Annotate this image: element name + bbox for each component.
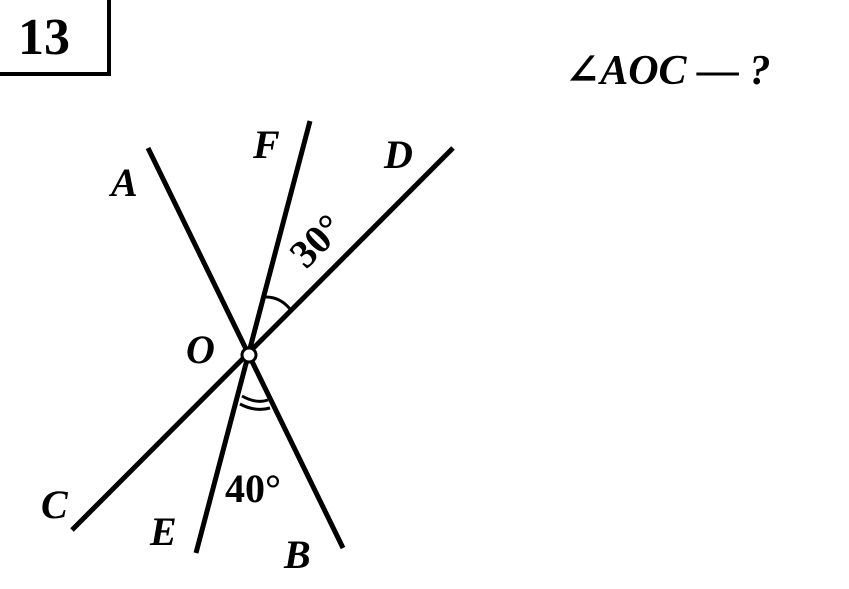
label-B: B (283, 532, 311, 577)
line-CD (70, 146, 455, 532)
angle-arc-DOF (265, 295, 292, 310)
label-D: D (383, 132, 413, 177)
label-A: A (108, 160, 138, 205)
label-E: E (149, 509, 177, 554)
angle-label-BOE: 40° (225, 466, 281, 511)
problem-number-box: 13 (0, 0, 111, 76)
problem-number: 13 (18, 9, 70, 66)
angle-arc-BOE-inner (241, 394, 269, 403)
line-EF (193, 120, 313, 554)
label-C: C (41, 482, 69, 527)
angle-label-DOF: 30° (281, 205, 352, 276)
label-O: O (186, 327, 215, 372)
angle-arc-BOE-outer (239, 402, 271, 411)
label-F: F (252, 122, 280, 167)
question-text: ∠AOC — ? (565, 48, 771, 94)
point-O-marker (240, 346, 258, 364)
